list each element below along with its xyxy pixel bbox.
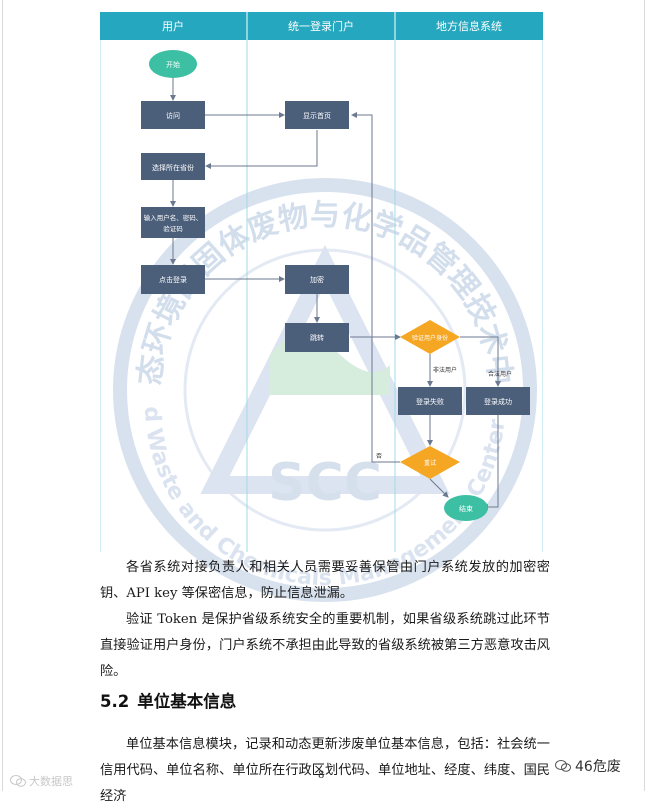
edge-label-illegal-user: 非法用户	[433, 366, 457, 374]
section-heading: 5.2 单位基本信息	[100, 688, 236, 712]
node-choose-province	[141, 153, 205, 180]
wechat-watermark-left: 大数据思	[10, 773, 73, 789]
section-number: 5.2	[100, 692, 130, 711]
node-end	[444, 495, 488, 521]
svg-text:验证码: 验证码	[163, 224, 183, 233]
node-click-login	[141, 265, 205, 294]
wechat-watermark-right: 46危废	[555, 756, 621, 776]
lane-header-user	[100, 12, 247, 40]
svg-text:选择所在省份: 选择所在省份	[152, 163, 194, 172]
svg-text:访问: 访问	[166, 111, 180, 120]
lane-title-portal: 统一登录门户	[288, 19, 354, 33]
svg-text:验证用户身份: 验证用户身份	[412, 334, 448, 342]
svg-text:结束: 结束	[459, 504, 473, 513]
lane-title-user: 用户	[162, 19, 184, 33]
lane-title-local: 地方信息系统	[436, 19, 502, 33]
edge-label-legal-user: 合法用户	[488, 370, 512, 378]
svg-text:输入用户名、密码、: 输入用户名、密码、	[144, 213, 203, 222]
node-redirect	[285, 323, 349, 352]
svg-text:登录失败: 登录失败	[416, 397, 444, 406]
svg-text:重试: 重试	[424, 459, 436, 467]
lane-header-portal	[247, 12, 395, 40]
page-frame	[2, 0, 645, 791]
node-visit	[141, 101, 205, 129]
lane-header-local	[395, 12, 543, 40]
node-verify-user	[400, 320, 460, 354]
svg-text:登录成功: 登录成功	[484, 397, 512, 406]
paragraph-token-verification: 验证 Token 是保护省级系统安全的重要机制，如果省级系统跳过此环节直接验证用…	[100, 612, 550, 679]
svg-text:点击登录: 点击登录	[159, 275, 187, 284]
paragraph-unit-info: 单位基本信息模块，记录和动态更新涉废单位基本信息，包括：社会统一信用代码、单位名…	[100, 737, 550, 804]
wechat-icon	[10, 775, 26, 787]
node-input-credentials	[141, 207, 205, 238]
paragraph-key-security: 各省系统对接负责人和相关人员需要妥善保管由门户系统发放的加密密钥、API key…	[100, 560, 550, 601]
flowchart: 用户 统一登录门户 地方信息系统 开始 访问 显示首页 选择所在省份 输入用户名…	[100, 12, 543, 552]
wechat-right-label: 46危废	[575, 759, 621, 775]
node-show-home	[285, 101, 349, 129]
node-start	[149, 50, 197, 78]
svg-text:加密: 加密	[310, 275, 324, 284]
svg-text:开始: 开始	[166, 60, 180, 69]
node-login-success	[466, 387, 530, 415]
wechat-icon	[555, 760, 571, 772]
edge-label-no: 否	[376, 453, 382, 460]
node-encrypt	[285, 265, 349, 294]
section-title: 单位基本信息	[137, 692, 237, 711]
node-retry	[400, 446, 460, 479]
page-number: 8	[318, 770, 325, 781]
svg-text:显示首页: 显示首页	[303, 111, 331, 120]
wechat-left-label: 大数据思	[29, 775, 73, 788]
node-login-fail	[398, 387, 462, 415]
svg-text:跳转: 跳转	[310, 333, 324, 342]
